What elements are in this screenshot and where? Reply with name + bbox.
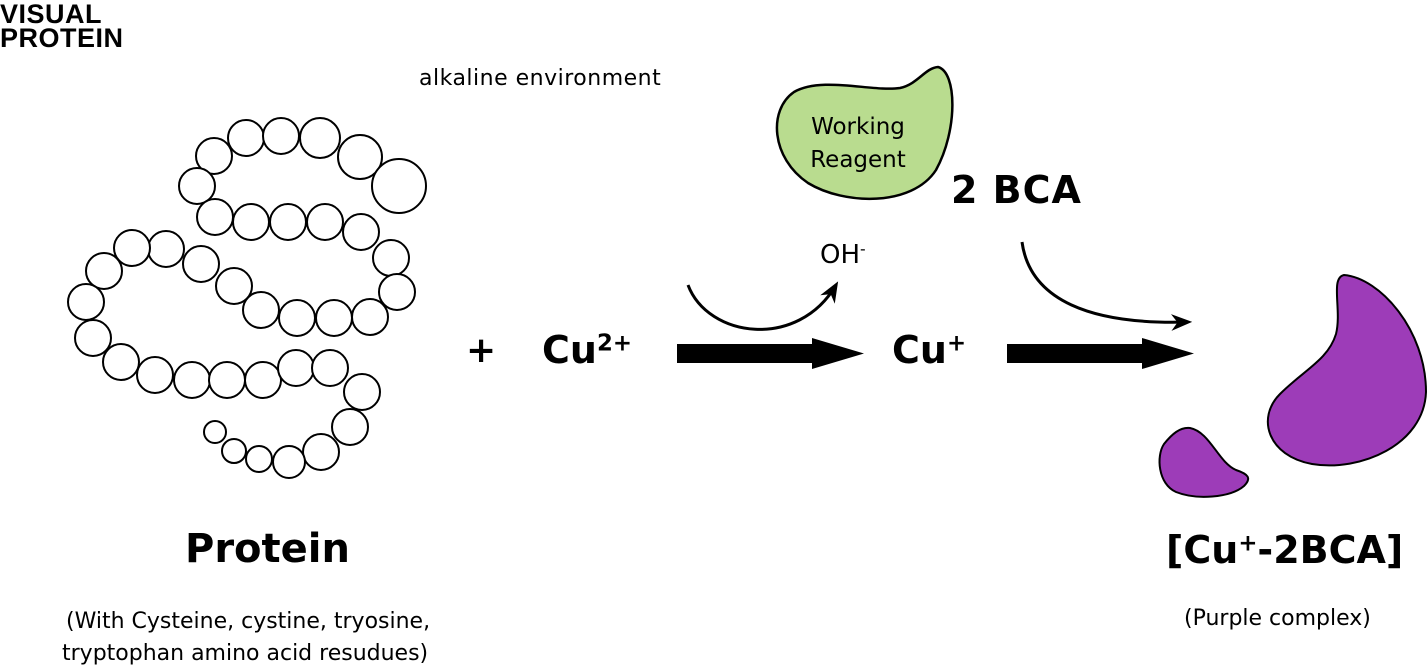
condition-label: alkaline environment xyxy=(419,66,662,91)
protein-title: Protein xyxy=(185,526,350,572)
working-reagent-blob xyxy=(775,65,954,201)
product-prefix: [Cu xyxy=(1166,528,1239,572)
copper-ii-base: Cu xyxy=(542,328,597,372)
protein-note: (With Cysteine, cystine, tryosine, trypt… xyxy=(62,606,430,670)
protein-note-line-2: tryptophan amino acid resudues) xyxy=(62,641,429,666)
plus-sign: + xyxy=(466,330,497,371)
product-formula: [Cu+-2BCA] xyxy=(1166,528,1403,572)
purple-complex-small-blob xyxy=(1158,426,1250,498)
product-note: (Purple complex) xyxy=(1184,606,1371,631)
hydroxide-curve-arrow xyxy=(686,281,839,331)
copper-ii-label: Cu2+ xyxy=(542,328,632,372)
reagent-line-2: Reagent xyxy=(810,147,906,173)
bca-curve-arrow xyxy=(1020,241,1193,331)
product-charge: + xyxy=(1238,530,1258,557)
bca-label: 2 BCA xyxy=(951,168,1082,212)
hydroxide-label: OH- xyxy=(820,240,866,270)
visual-protein-logo: VISUAL PROTEIN xyxy=(0,0,124,53)
hydroxide-base: OH xyxy=(820,240,861,270)
hydroxide-charge: - xyxy=(860,240,866,259)
copper-i-label: Cu+ xyxy=(892,328,966,372)
logo-line-1: VISUAL xyxy=(0,0,103,29)
working-reagent-label: Working Reagent xyxy=(788,111,928,177)
purple-complex-large-blob xyxy=(1266,273,1427,467)
copper-i-charge: + xyxy=(946,330,967,357)
copper-ii-charge: 2+ xyxy=(596,330,632,357)
protein-note-line-1: (With Cysteine, cystine, tryosine, xyxy=(66,609,431,634)
copper-i-base: Cu xyxy=(892,328,947,372)
reaction-arrow-1 xyxy=(677,338,864,369)
product-suffix: -2BCA] xyxy=(1257,528,1404,572)
logo-line-2: PROTEIN xyxy=(0,23,124,53)
protein-chain-icon xyxy=(67,117,427,479)
reagent-line-1: Working xyxy=(811,114,905,140)
reaction-arrow-2 xyxy=(1007,338,1194,369)
